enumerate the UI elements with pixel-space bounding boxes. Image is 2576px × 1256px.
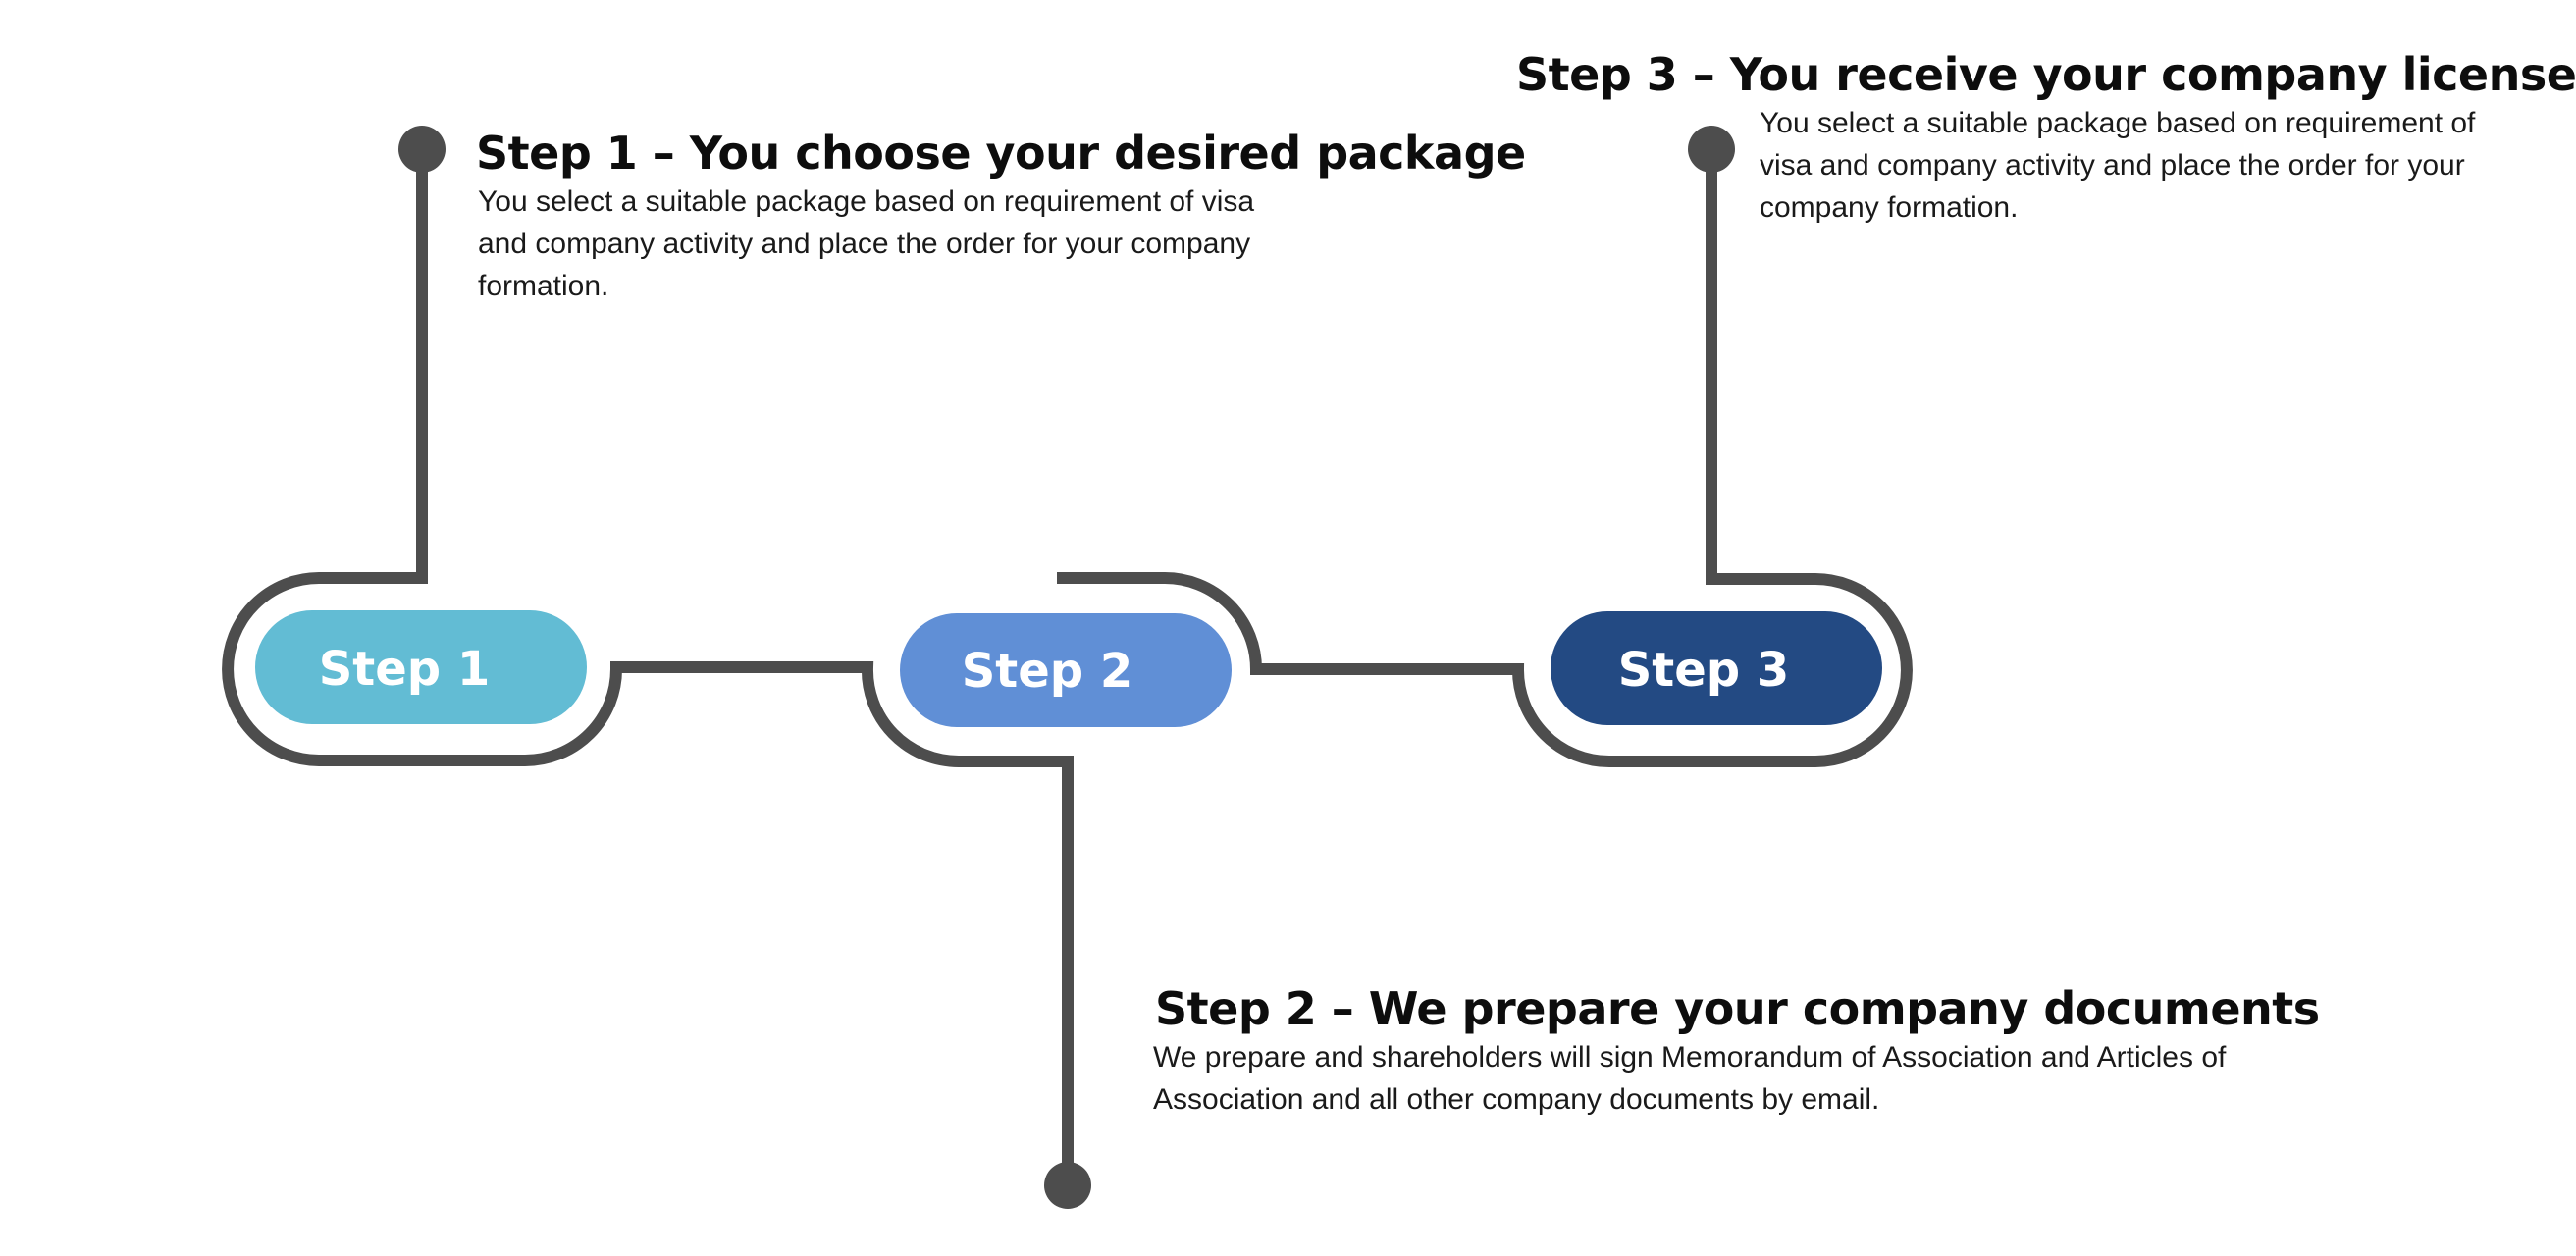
step2-pill-label: Step 2 bbox=[962, 644, 1133, 699]
step3-description: You select a suitable package based on r… bbox=[1760, 107, 2476, 224]
step1-endpoint-dot bbox=[398, 126, 446, 173]
step2-pill-shape bbox=[900, 613, 1232, 727]
step3-title: Step 3 – You receive your company licens… bbox=[1516, 48, 2576, 101]
step1-description: You select a suitable package based on r… bbox=[478, 185, 1255, 302]
connector-step1 bbox=[222, 149, 1074, 1185]
step2-title: Step 2 – We prepare your company documen… bbox=[1155, 982, 2320, 1035]
step3-endpoint-dot bbox=[1688, 126, 1735, 173]
step1-pill-label: Step 1 bbox=[319, 642, 491, 697]
connector-step3 bbox=[1057, 149, 1913, 767]
step3-pill: Step 3 bbox=[1551, 611, 1882, 725]
step3-pill-shape bbox=[1551, 611, 1882, 725]
step1-pill-shape bbox=[255, 610, 587, 724]
step2-endpoint-dot bbox=[1044, 1162, 1091, 1209]
step3-pill-label: Step 3 bbox=[1618, 643, 1790, 698]
process-diagram: Step 1 Step 2 Step 3 bbox=[222, 126, 1913, 1209]
step1-text-block: Step 1 – You choose your desired package… bbox=[476, 126, 1526, 307]
step1-pill: Step 1 bbox=[255, 610, 587, 724]
step1-title: Step 1 – You choose your desired package bbox=[476, 127, 1526, 180]
step2-description: We prepare and shareholders will sign Me… bbox=[1153, 1041, 2227, 1116]
step3-text-block: Step 3 – You receive your company licens… bbox=[1516, 47, 2576, 229]
step2-text-block: Step 2 – We prepare your company documen… bbox=[1153, 981, 2320, 1121]
step2-pill: Step 2 bbox=[900, 613, 1232, 727]
